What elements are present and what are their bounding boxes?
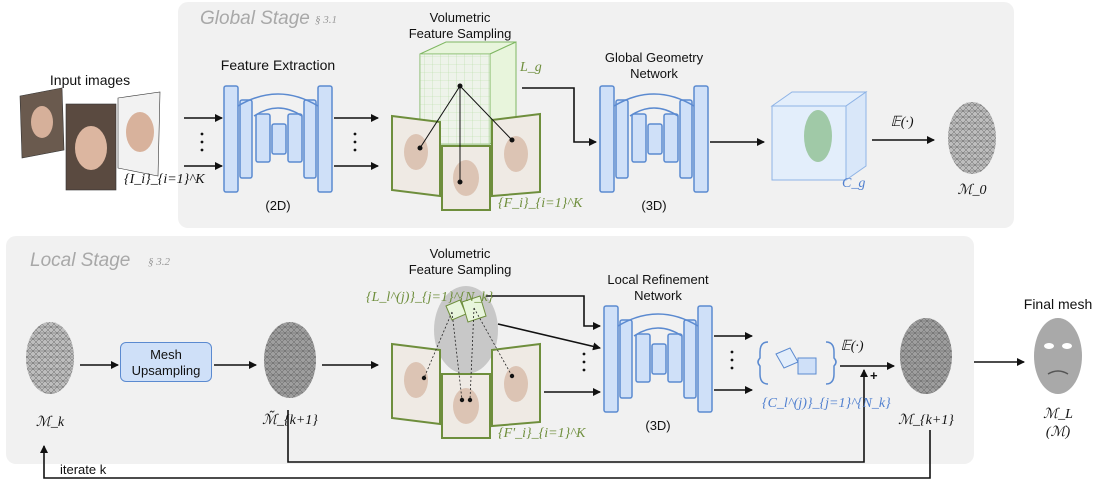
global-feature-maps-label: {F_i}_{i=1}^K	[498, 196, 583, 211]
global-geometry-network	[599, 85, 709, 193]
local-expectation: 𝔼(·)	[840, 339, 864, 354]
iterate-label: iterate k	[60, 462, 107, 477]
mesh-mtilde	[264, 322, 316, 398]
local-refinement-label-2: Network	[634, 288, 682, 303]
local-refinement-network	[603, 305, 713, 413]
feature-extraction-network	[223, 85, 333, 193]
global-expectation: 𝔼(·)	[890, 115, 914, 130]
merge-plus: +	[870, 368, 878, 383]
input-images	[19, 87, 161, 191]
global-output-label: C_g	[842, 176, 866, 191]
ml-label: ℳ_L	[1043, 407, 1073, 422]
global-output-cube	[770, 91, 868, 181]
input-images-math: {I_i}_{i=1}^K	[124, 172, 205, 187]
mesh-upsampling-box: Mesh Upsampling	[120, 342, 212, 382]
input-images-label: Input images	[49, 72, 131, 88]
mesh-m0	[948, 102, 996, 174]
local-refinement-dim: (3D)	[645, 418, 671, 433]
local-vfs-label-2: Feature Sampling	[408, 262, 512, 277]
global-geometry-label-1: Global Geometry	[604, 50, 704, 65]
feature-extraction-label: Feature Extraction	[220, 57, 336, 73]
feature-extraction-dim: (2D)	[265, 198, 291, 213]
local-volume-label: {L_l^(j)}_{j=1}^{N_k}	[366, 290, 494, 305]
mesh-mk	[26, 322, 74, 394]
local-output-patches	[757, 341, 837, 385]
mk-label: ℳ_k	[35, 415, 65, 430]
local-stage-title: Local Stage	[30, 250, 131, 271]
local-output-label: {C_l^(j)}_{j=1}^{N_k}	[762, 396, 891, 411]
mk1-label: ℳ_{k+1}	[898, 413, 954, 428]
global-vfs-label-1: Volumetric	[429, 10, 491, 25]
mesh-mk1	[900, 318, 952, 394]
m0-label: ℳ_0	[957, 183, 987, 198]
final-mesh	[1034, 318, 1082, 394]
global-stage-section: § 3.1	[315, 14, 337, 26]
mesh-upsampling-label-1: Mesh	[150, 347, 182, 362]
final-mesh-label: Final mesh	[1023, 296, 1093, 312]
global-stage-title: Global Stage	[200, 8, 310, 29]
local-refinement-label-1: Local Refinement	[607, 272, 709, 287]
mesh-upsampling-label-2: Upsampling	[131, 363, 201, 378]
global-geometry-label-2: Network	[630, 66, 678, 81]
m-label: (ℳ)	[1045, 425, 1071, 440]
mtilde-label: ℳ̃_{k+1}	[262, 413, 318, 428]
global-geometry-dim: (3D)	[641, 198, 667, 213]
global-volume-label: L_g	[520, 60, 542, 75]
global-vfs-label-2: Feature Sampling	[408, 26, 512, 41]
local-vfs-label-1: Volumetric	[429, 246, 491, 261]
local-feature-maps-label: {F'_i}_{i=1}^K	[498, 426, 586, 441]
local-stage-section: § 3.2	[148, 256, 170, 268]
